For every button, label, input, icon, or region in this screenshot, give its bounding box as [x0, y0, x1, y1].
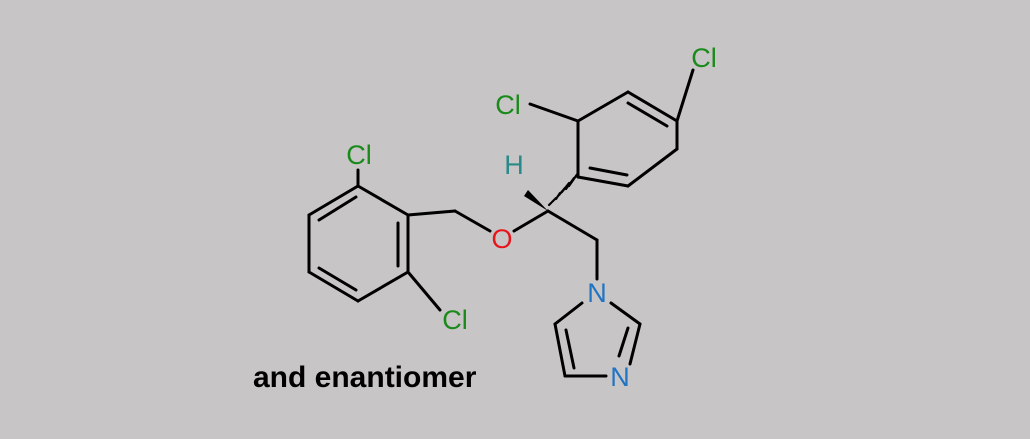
- hash-bond: [547, 171, 580, 207]
- bond-imidazole: [553, 301, 584, 326]
- bond-c-cl: [406, 270, 442, 312]
- bond-ring-left: [356, 184, 410, 217]
- caption-text: and enantiomer: [253, 361, 477, 394]
- chlorine-label: Cl: [442, 305, 468, 335]
- bond-ch2-o: [453, 209, 492, 233]
- bond-imidazole: [553, 322, 567, 378]
- bond-ring-right: [576, 90, 630, 123]
- bond-ring-left: [356, 270, 410, 303]
- bond-ring-right: [626, 90, 679, 123]
- bond-ring-left: [307, 184, 360, 217]
- oxygen-label: O: [491, 224, 512, 254]
- bond-c-cl: [675, 68, 695, 123]
- bond-ring-left: [307, 270, 360, 303]
- bond-c-cl: [528, 102, 580, 123]
- bond-imidazole-double: [564, 328, 576, 370]
- bond-ring-right-double: [588, 166, 629, 177]
- chlorine-label: Cl: [691, 43, 717, 73]
- bond-ring-left-double: [317, 266, 358, 292]
- nitrogen-label: N: [587, 278, 607, 308]
- bond-ring-right: [576, 175, 630, 188]
- bond-imidazole: [609, 301, 642, 326]
- wedge-bond: [524, 190, 548, 211]
- nitrogen-label: N: [610, 362, 630, 392]
- chlorine-label: Cl: [495, 90, 521, 120]
- hydrogen-label: H: [504, 150, 524, 180]
- bond-c-ch2: [546, 209, 599, 242]
- bond-ring-right-double: [626, 101, 669, 128]
- bond-ring-right: [626, 147, 679, 188]
- bond-ch2: [406, 209, 457, 217]
- bond-imidazole: [628, 322, 642, 366]
- bond-ring-left-double: [317, 195, 358, 222]
- chlorine-label: Cl: [346, 140, 372, 170]
- bonds-layer: [307, 68, 695, 378]
- bond-imidazole-double: [617, 326, 630, 358]
- bond-o-c: [512, 209, 550, 233]
